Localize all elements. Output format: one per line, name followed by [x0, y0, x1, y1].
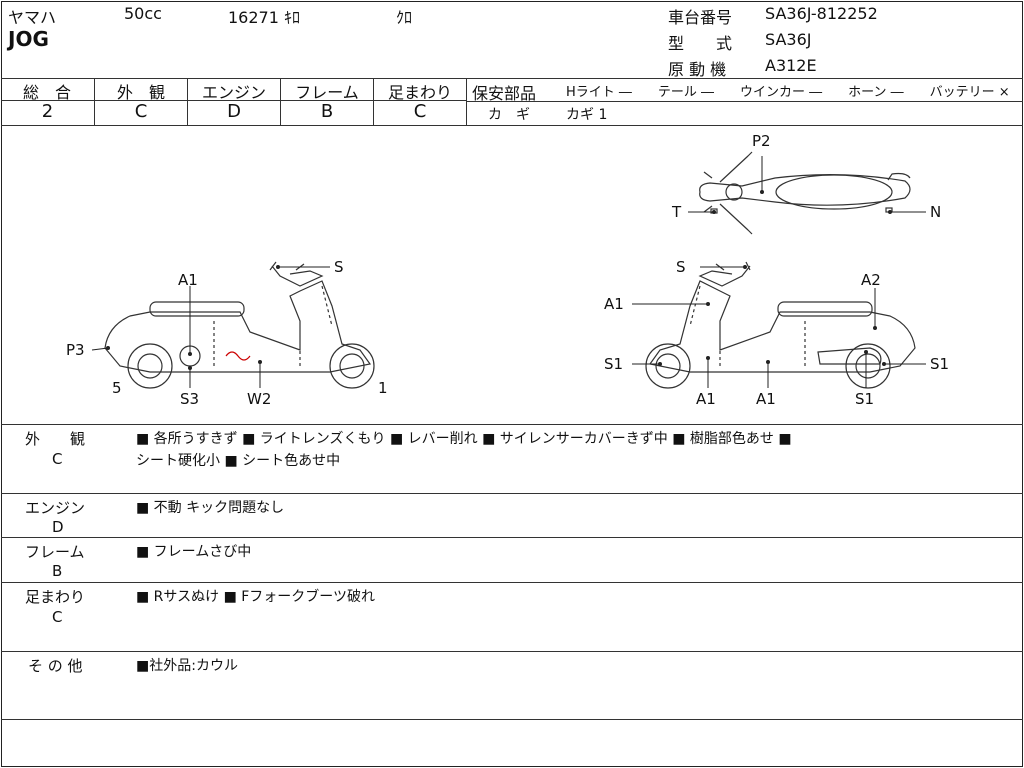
label-a1-bottom-2: A1	[756, 390, 776, 408]
label-w2: W2	[247, 390, 271, 408]
label-5: 5	[112, 379, 122, 397]
label-n: N	[930, 203, 941, 221]
note-suspension-label: 足まわり	[25, 588, 86, 606]
exterior-label: 外 観	[116, 83, 165, 102]
divider	[466, 101, 1023, 102]
divider	[1, 493, 1023, 494]
engine-model: A312E	[765, 56, 817, 75]
safety-items: Hライト ― テール ― ウインカー ― ホーン ― バッテリー ×	[566, 85, 1010, 100]
scooter-diagram: P2 T N S A1 P3 5 S3 W2 1 S A2 A1 S1 S1 A…	[66, 132, 949, 408]
label-s1-bottom: S1	[855, 390, 874, 408]
mileage: 16271 ｷﾛ	[228, 8, 300, 27]
engine-label: 原 動 機	[668, 60, 727, 79]
right-side-scooter	[645, 261, 916, 389]
left-side-scooter	[104, 261, 375, 389]
note-exterior-grade: C	[52, 450, 63, 468]
safety-label: 保安部品	[472, 84, 537, 103]
key-value: カギ 1	[566, 107, 608, 123]
divider	[1, 125, 1023, 126]
divider	[1, 100, 466, 101]
label-t: T	[671, 203, 682, 221]
frame-no-label: 車台番号	[668, 8, 733, 27]
label-a1-bottom-1: A1	[696, 390, 716, 408]
label-a1-right-top: A1	[604, 295, 624, 313]
overall-label: 総 合	[22, 83, 71, 102]
note-suspension-text: ■ Rサスぬけ ■ Fフォークブーツ破れ	[136, 589, 376, 605]
color: ｸﾛ	[396, 8, 413, 27]
engine-grade-label: エンジン	[201, 83, 266, 102]
label-p2: P2	[752, 132, 771, 150]
label-s-left: S	[334, 258, 344, 276]
note-frame-text: ■ フレームさび中	[136, 544, 252, 560]
exterior-grade: C	[134, 101, 148, 122]
label-p3: P3	[66, 341, 85, 359]
label-s1-left: S1	[604, 355, 623, 373]
type-label: 型 式	[668, 34, 733, 53]
divider	[280, 78, 281, 125]
label-a1-left: A1	[178, 271, 198, 289]
note-exterior-label: 外 観	[25, 430, 86, 448]
displacement: 50cc	[124, 4, 162, 23]
note-engine-grade: D	[52, 518, 64, 536]
divider	[1, 582, 1023, 583]
note-other-label: そ の 他	[28, 657, 83, 675]
divider	[1, 424, 1023, 425]
note-frame-label: フレーム	[25, 543, 85, 561]
note-other-text: ■社外品:カウル	[136, 658, 238, 674]
overall-grade: 2	[41, 101, 54, 122]
label-a2: A2	[861, 271, 881, 289]
note-exterior-line1: ■ 各所うすきず ■ ライトレンズくもり ■ レバー削れ ■ サイレンサーカバー…	[136, 431, 792, 447]
note-engine-text: ■ 不動 キック問題なし	[136, 500, 285, 516]
type-value: SA36J	[765, 30, 812, 49]
frame-no: SA36J-812252	[765, 4, 878, 23]
divider	[373, 78, 374, 125]
label-s3: S3	[180, 390, 199, 408]
suspension-grade-label: 足まわり	[387, 83, 452, 102]
divider	[187, 78, 188, 125]
divider	[94, 78, 95, 125]
label-s1-right: S1	[930, 355, 949, 373]
engine-grade: D	[227, 101, 241, 122]
note-frame-grade: B	[52, 562, 63, 580]
frame-grade: B	[320, 101, 334, 122]
model-name: JOG	[8, 27, 49, 51]
maker: ヤマハ	[8, 8, 57, 27]
top-view-scooter	[699, 151, 911, 235]
divider	[466, 78, 467, 125]
label-s-right: S	[676, 258, 686, 276]
note-exterior-line2: シート硬化小 ■ シート色あせ中	[136, 453, 341, 469]
divider	[1, 537, 1023, 538]
divider	[1, 719, 1023, 720]
frame-grade-label: フレーム	[295, 83, 359, 102]
divider	[1, 78, 1023, 79]
label-1: 1	[378, 379, 388, 397]
suspension-grade: C	[413, 101, 427, 122]
note-suspension-grade: C	[52, 608, 63, 626]
note-engine-label: エンジン	[25, 499, 86, 517]
divider	[1, 651, 1023, 652]
key-label: カ ギ	[488, 107, 530, 123]
